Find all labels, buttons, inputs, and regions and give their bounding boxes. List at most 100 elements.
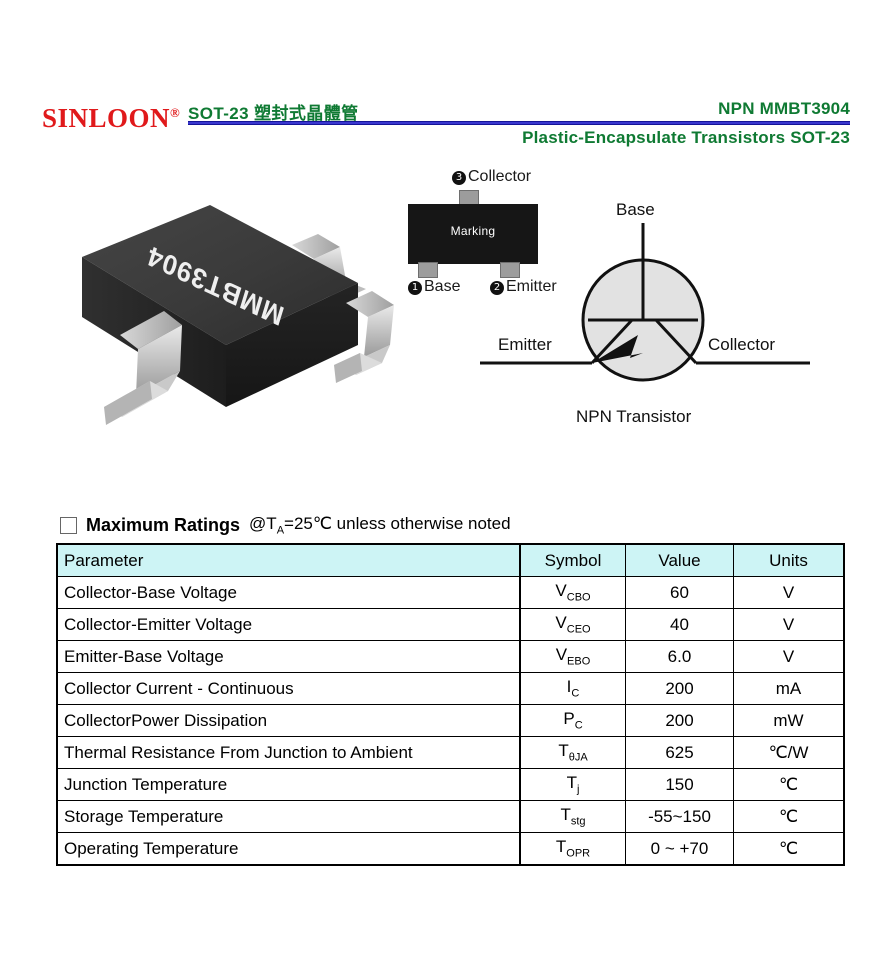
symbol-sub: EBO xyxy=(567,655,591,668)
table-row: Storage Temperature Tstg -55~150 ℃ xyxy=(56,800,845,833)
schematic-symbol: Base Emitter Collector NPN Transistor xyxy=(480,195,820,440)
cell-value: 40 xyxy=(625,608,734,641)
column-header-units: Units xyxy=(733,543,845,577)
symbol-sub: C xyxy=(574,719,583,732)
pin-label-collector-text: Collector xyxy=(468,168,532,185)
table-row: CollectorPower Dissipation PC 200 mW xyxy=(56,704,845,737)
company-logo: SINLOON® xyxy=(42,103,180,134)
package-lead-front-right xyxy=(334,291,394,383)
cell-symbol: TOPR xyxy=(519,832,626,866)
page-header: SINLOON® SOT-23 塑封式晶體管 NPN MMBT3904 Plas… xyxy=(0,0,886,160)
table-row: Operating Temperature TOPR 0 ~ +70 ℃ xyxy=(56,832,845,866)
cell-parameter: Collector-Base Voltage xyxy=(56,576,521,609)
table-row: Emitter-Base Voltage VEBO 6.0 V xyxy=(56,640,845,673)
cell-units: mW xyxy=(733,704,845,737)
cell-parameter: Operating Temperature xyxy=(56,832,521,866)
cell-units: V xyxy=(733,608,845,641)
cell-symbol: TθJA xyxy=(519,736,626,769)
package-lead-front-left xyxy=(104,311,182,425)
cell-units: mA xyxy=(733,672,845,705)
symbol-sub: j xyxy=(576,783,580,796)
symbol-main: I xyxy=(566,677,572,697)
symbol-sub: stg xyxy=(570,815,586,828)
emitter-arrow-icon xyxy=(592,335,643,363)
package-body-front xyxy=(226,283,358,407)
cell-parameter: Collector-Emitter Voltage xyxy=(56,608,521,641)
pin-label-emitter-text: Emitter xyxy=(506,278,557,295)
symbol-sub: CBO xyxy=(566,591,591,604)
cell-parameter: Emitter-Base Voltage xyxy=(56,640,521,673)
cell-symbol: IC xyxy=(519,672,626,705)
symbol-sub: CEO xyxy=(566,623,591,636)
cell-units: ℃/W xyxy=(733,736,845,769)
cell-units: ℃ xyxy=(733,768,845,801)
cell-value: 200 xyxy=(625,704,734,737)
symbol-main: V xyxy=(555,645,568,665)
cell-symbol: PC xyxy=(519,704,626,737)
cell-parameter: Thermal Resistance From Junction to Ambi… xyxy=(56,736,521,769)
section-note-suffix: =25℃ unless otherwise noted xyxy=(284,513,511,533)
cell-units: ℃ xyxy=(733,832,845,866)
pin-number-2-icon: 2 xyxy=(490,281,504,295)
pinout-body: Marking xyxy=(408,204,538,264)
pin-lead-emitter xyxy=(500,262,520,278)
cell-value: 6.0 xyxy=(625,640,734,673)
symbol-label-collector: Collector xyxy=(708,335,776,354)
pin-number-3-icon: 3 xyxy=(452,171,466,185)
cell-value: 200 xyxy=(625,672,734,705)
package-3d-photo: MMBT3904 xyxy=(60,185,460,475)
section-title: Maximum Ratings xyxy=(86,514,241,535)
header-divider-rule xyxy=(188,121,850,125)
symbol-main: P xyxy=(563,709,575,729)
symbol-label-emitter: Emitter xyxy=(498,335,552,354)
pin-number-1-icon: 1 xyxy=(408,281,422,295)
symbol-main: T xyxy=(555,837,567,857)
cell-parameter: Junction Temperature xyxy=(56,768,521,801)
section-note-prefix: @T xyxy=(249,513,277,533)
product-subtitle: Plastic-Encapsulate Transistors SOT-23 xyxy=(522,128,850,147)
pinout-marking-label: Marking xyxy=(450,224,496,238)
table-row: Junction Temperature Tj 150 ℃ xyxy=(56,768,845,801)
table-row: Collector-Base Voltage VCBO 60 V xyxy=(56,576,845,609)
package-3d-illustration: MMBT3904 xyxy=(82,205,394,425)
brand-name: SINLOON xyxy=(42,103,171,133)
cell-symbol: VEBO xyxy=(519,640,626,673)
table-row: Thermal Resistance From Junction to Ambi… xyxy=(56,736,845,769)
npn-transistor-symbol-icon xyxy=(480,223,810,382)
emitter-diagonal-line xyxy=(590,318,634,365)
section-note: @TA=25℃ unless otherwise noted xyxy=(249,514,511,536)
symbol-sub: C xyxy=(571,687,580,700)
symbol-main: V xyxy=(555,581,567,601)
table-header: Parameter Symbol Value Units xyxy=(56,543,845,577)
symbol-main: T xyxy=(560,805,571,825)
cell-symbol: Tstg xyxy=(519,800,626,833)
cell-units: V xyxy=(733,640,845,673)
cell-value: 625 xyxy=(625,736,734,769)
symbol-main: V xyxy=(555,613,567,633)
package-body-top xyxy=(82,205,358,345)
symbol-label-base: Base xyxy=(616,200,655,219)
table-header-row: Parameter Symbol Value Units xyxy=(56,543,845,577)
symbol-sub: OPR xyxy=(566,847,591,860)
cell-parameter: Storage Temperature xyxy=(56,800,521,833)
cell-value: 0 ~ +70 xyxy=(625,832,734,866)
table-body: Collector-Base Voltage VCBO 60 V Collect… xyxy=(56,576,845,866)
collector-diagonal-line xyxy=(654,318,698,365)
table-row: Collector Current - Continuous IC 200 mA xyxy=(56,672,845,705)
column-header-parameter: Parameter xyxy=(56,543,521,577)
cell-value: 60 xyxy=(625,576,734,609)
section-note-sub: A xyxy=(276,524,285,537)
table-row: Collector-Emitter Voltage VCEO 40 V xyxy=(56,608,845,641)
registered-trademark-icon: ® xyxy=(170,105,181,120)
cell-value: -55~150 xyxy=(625,800,734,833)
symbol-sub: θJA xyxy=(568,751,588,764)
cell-parameter: CollectorPower Dissipation xyxy=(56,704,521,737)
part-number-title: NPN MMBT3904 xyxy=(718,99,850,118)
cell-units: V xyxy=(733,576,845,609)
cell-symbol: VCEO xyxy=(519,608,626,641)
section-bullet-square-icon xyxy=(60,516,77,534)
symbol-caption: NPN Transistor xyxy=(576,407,692,426)
cell-parameter: Collector Current - Continuous xyxy=(56,672,521,705)
